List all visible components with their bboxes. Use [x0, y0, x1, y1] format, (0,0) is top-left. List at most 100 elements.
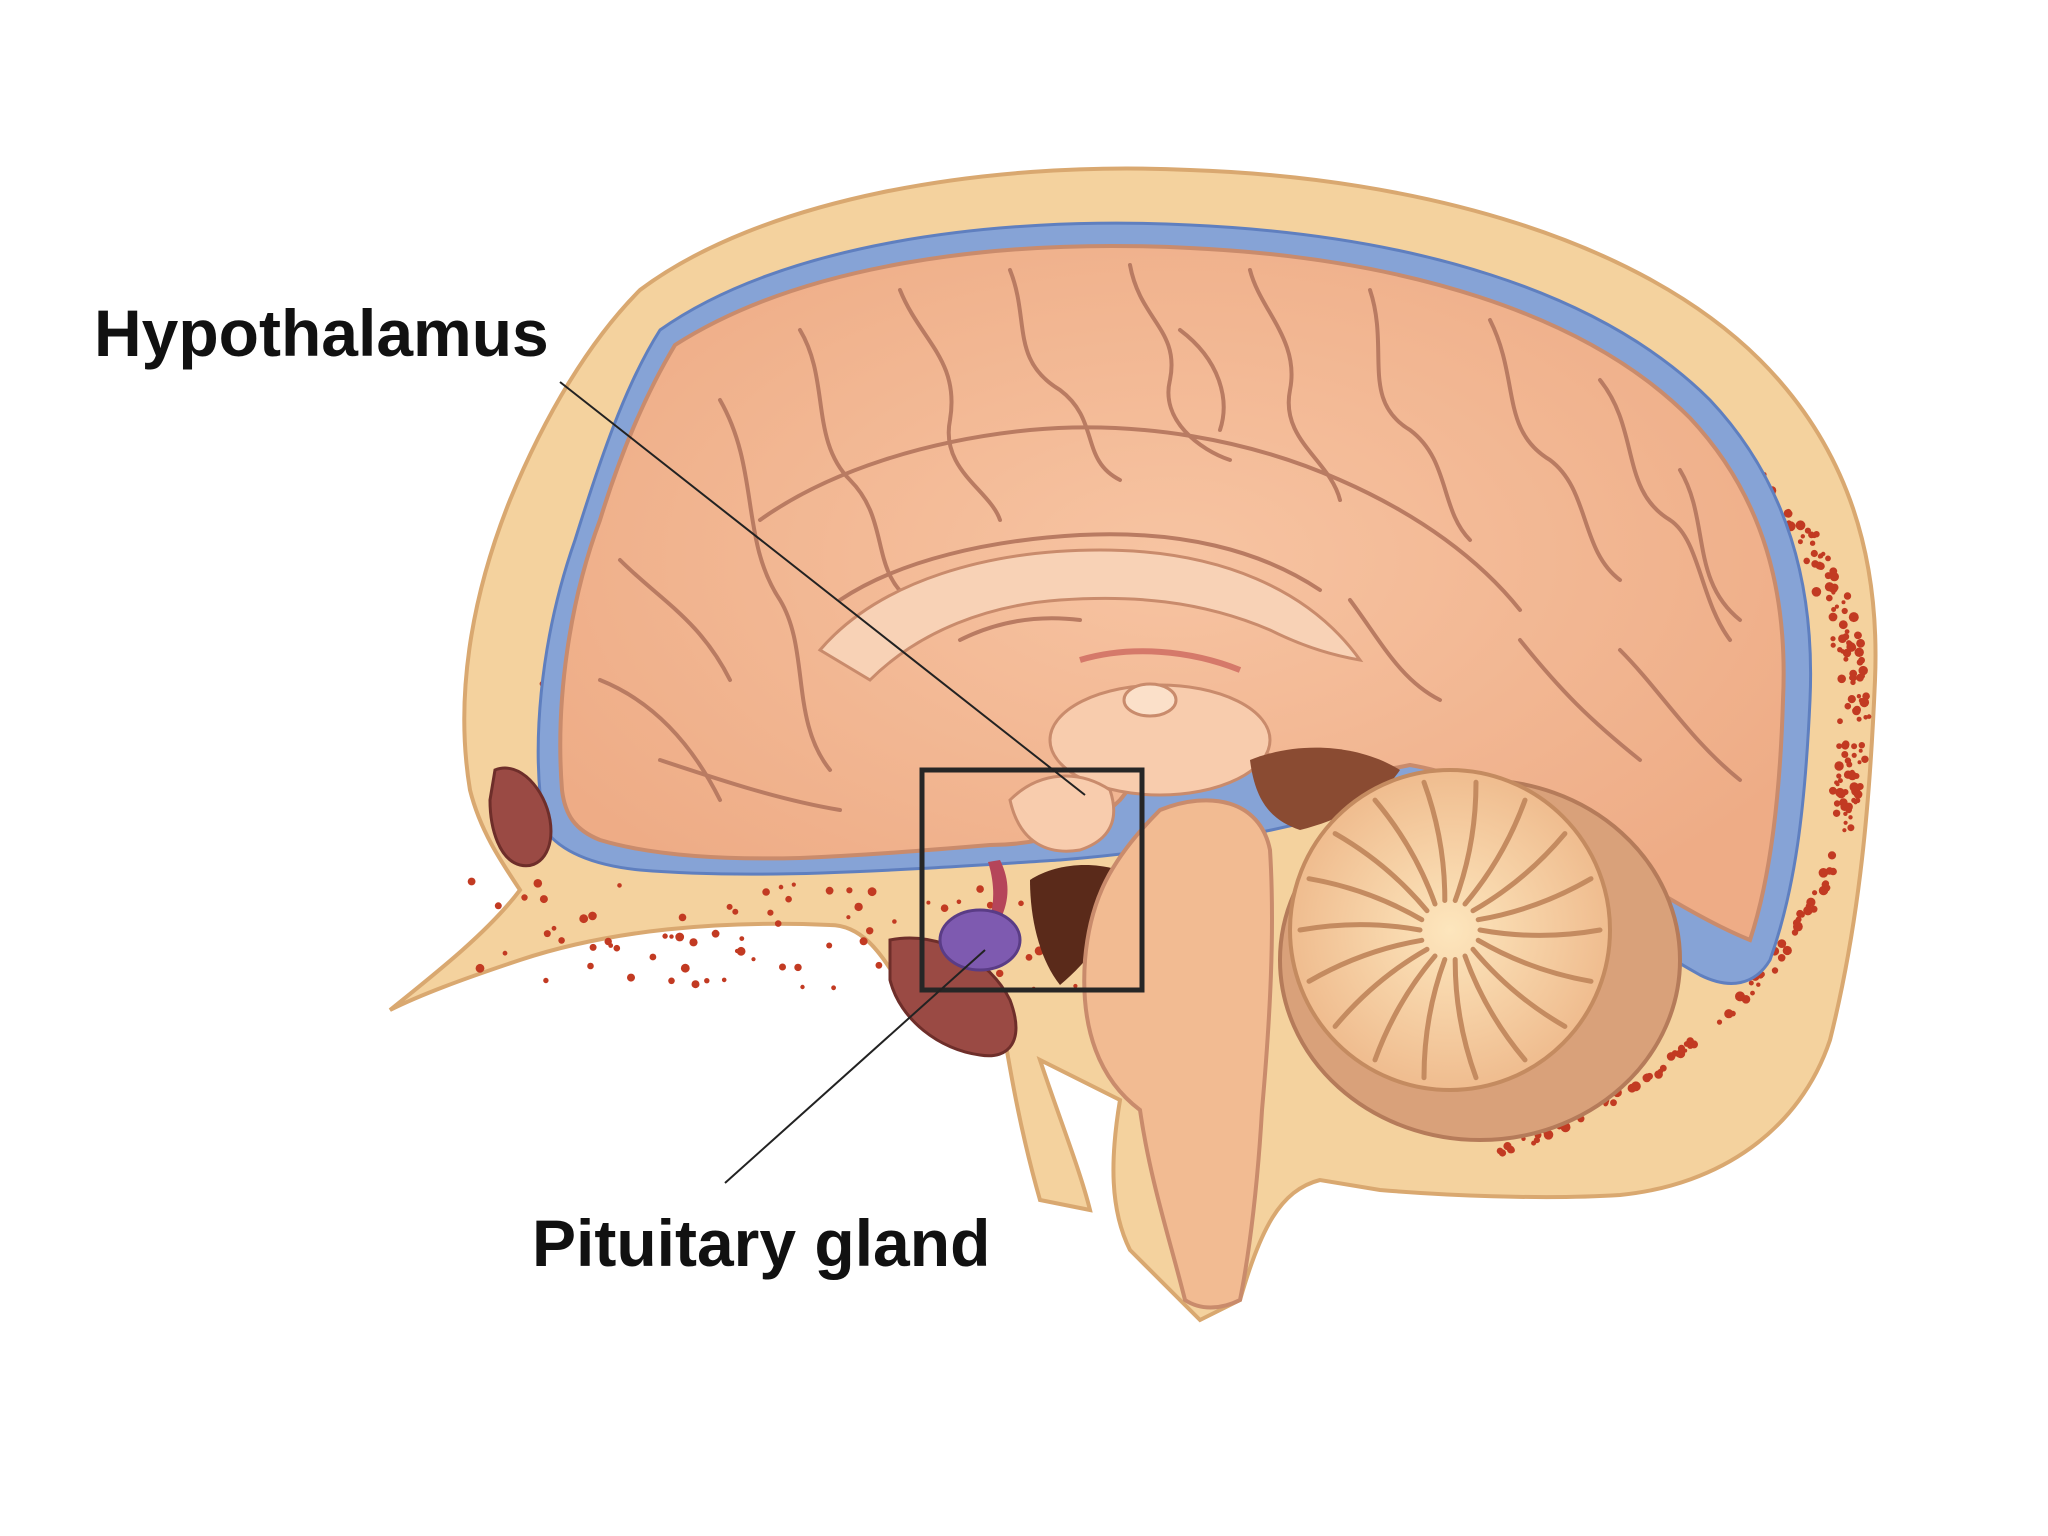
marrow-dot	[831, 985, 836, 991]
marrow-dot	[1654, 1070, 1663, 1079]
marrow-dot	[1855, 797, 1861, 804]
marrow-dot	[794, 963, 802, 972]
marrow-dot	[1829, 786, 1837, 795]
pituitary-stalk	[988, 860, 1008, 920]
marrow-dot	[1659, 1064, 1667, 1072]
marrow-dot	[649, 953, 657, 961]
marrow-dot	[1836, 773, 1842, 779]
marrow-dot	[1073, 983, 1078, 989]
marrow-dot	[1748, 980, 1754, 986]
marrow-dot	[1777, 939, 1787, 948]
marrow-dot	[1843, 592, 1852, 600]
marrow-dot	[1835, 782, 1840, 787]
marrow-dot	[1803, 557, 1810, 565]
marrow-dot	[1809, 540, 1816, 546]
marrow-dot	[543, 930, 551, 938]
marrow-dot	[926, 900, 931, 905]
marrow-dot	[1811, 532, 1817, 539]
marrow-dot	[1846, 641, 1853, 648]
marrow-dot	[1847, 695, 1856, 704]
marrow-dot	[1610, 1099, 1617, 1107]
marrow-dot	[1782, 945, 1792, 956]
marrow-dot	[1852, 706, 1861, 716]
marrow-dot	[1840, 649, 1845, 654]
marrow-dot	[1831, 607, 1837, 612]
marrow-dot	[1842, 633, 1850, 641]
marrow-dot	[704, 978, 710, 984]
marrow-dot	[662, 933, 668, 939]
marrow-dot	[1843, 811, 1848, 816]
cerebellum-folium	[1470, 946, 1568, 1029]
fourth-ventricle-cavity	[1250, 747, 1400, 830]
focus-box	[919, 767, 1145, 993]
marrow-dot	[691, 980, 700, 989]
cerebellum-folium	[1332, 946, 1430, 1029]
marrow-dot	[940, 904, 949, 912]
marrow-dot	[1848, 815, 1853, 820]
marrow-dot	[1829, 572, 1839, 582]
marrow-dot	[892, 919, 897, 924]
marrow-dot	[762, 888, 770, 896]
marrow-dot	[1856, 694, 1862, 699]
marrow-dot	[1842, 789, 1849, 796]
marrow-dot	[791, 882, 796, 887]
marrow-dot	[668, 977, 675, 985]
marrow-dot	[800, 984, 805, 990]
marrow-dot	[846, 915, 851, 920]
marrow-dot	[1857, 760, 1862, 765]
marrow-dot	[1811, 587, 1822, 597]
marrow-dot	[587, 962, 594, 970]
marrow-dot	[859, 937, 868, 946]
cerebellum-folium	[1332, 831, 1430, 914]
cerebellum-folia	[1297, 779, 1603, 1081]
marrow-dot	[1841, 607, 1848, 615]
marrow-dot	[1836, 743, 1842, 749]
marrow-dot	[711, 929, 720, 938]
marrow-dot	[1784, 509, 1793, 518]
marrow-dot	[1834, 604, 1839, 609]
marrow-dot	[1812, 890, 1818, 896]
marrow-dot	[1847, 824, 1855, 832]
marrow-dot	[1832, 809, 1841, 817]
marrow-dot	[1821, 551, 1826, 557]
marrow-dot	[1818, 868, 1829, 878]
fornix	[1079, 648, 1242, 673]
marrow-dot	[533, 879, 543, 888]
marrow-dot	[1849, 669, 1858, 678]
marrow-dot	[875, 961, 883, 969]
marrow-dot	[1850, 679, 1856, 686]
marrow-dot	[1677, 1044, 1686, 1052]
marrow-dot	[1853, 790, 1863, 799]
marrow-dot	[1837, 718, 1843, 725]
marrow-dot	[1737, 991, 1745, 999]
marrow-dot	[1842, 648, 1852, 658]
cerebellum-folium	[1372, 953, 1438, 1063]
marrow-dot	[1843, 820, 1848, 825]
marrow-dot	[1858, 742, 1866, 749]
frontal-sinus	[488, 766, 553, 868]
marrow-dot	[1771, 967, 1779, 974]
cerebellum-folium	[1462, 797, 1528, 907]
marrow-dot	[494, 902, 502, 910]
cerebellum	[1278, 768, 1682, 1142]
marrow-dot	[1025, 954, 1033, 961]
marrow-dot	[986, 901, 994, 909]
cerebellum-folium	[1372, 797, 1438, 907]
marrow-dot	[558, 937, 565, 944]
marrow-dot	[1797, 539, 1803, 545]
marrow-dot	[1834, 761, 1844, 771]
marrow-dot	[1837, 674, 1846, 684]
marrow-dot	[1795, 520, 1806, 531]
marrow-dot	[1777, 954, 1786, 962]
marrow-dot	[579, 914, 589, 924]
marrow-dot	[736, 946, 746, 956]
marrow-dot	[739, 936, 745, 941]
marrow-dot	[779, 963, 786, 971]
hypothalamus-leader-line	[559, 381, 1086, 796]
corpus-callosum	[817, 548, 1364, 682]
marrow-dot	[1842, 740, 1850, 748]
marrow-dot	[1826, 594, 1833, 602]
marrow-dot	[613, 944, 621, 952]
pituitary-leader-line	[724, 949, 986, 1184]
